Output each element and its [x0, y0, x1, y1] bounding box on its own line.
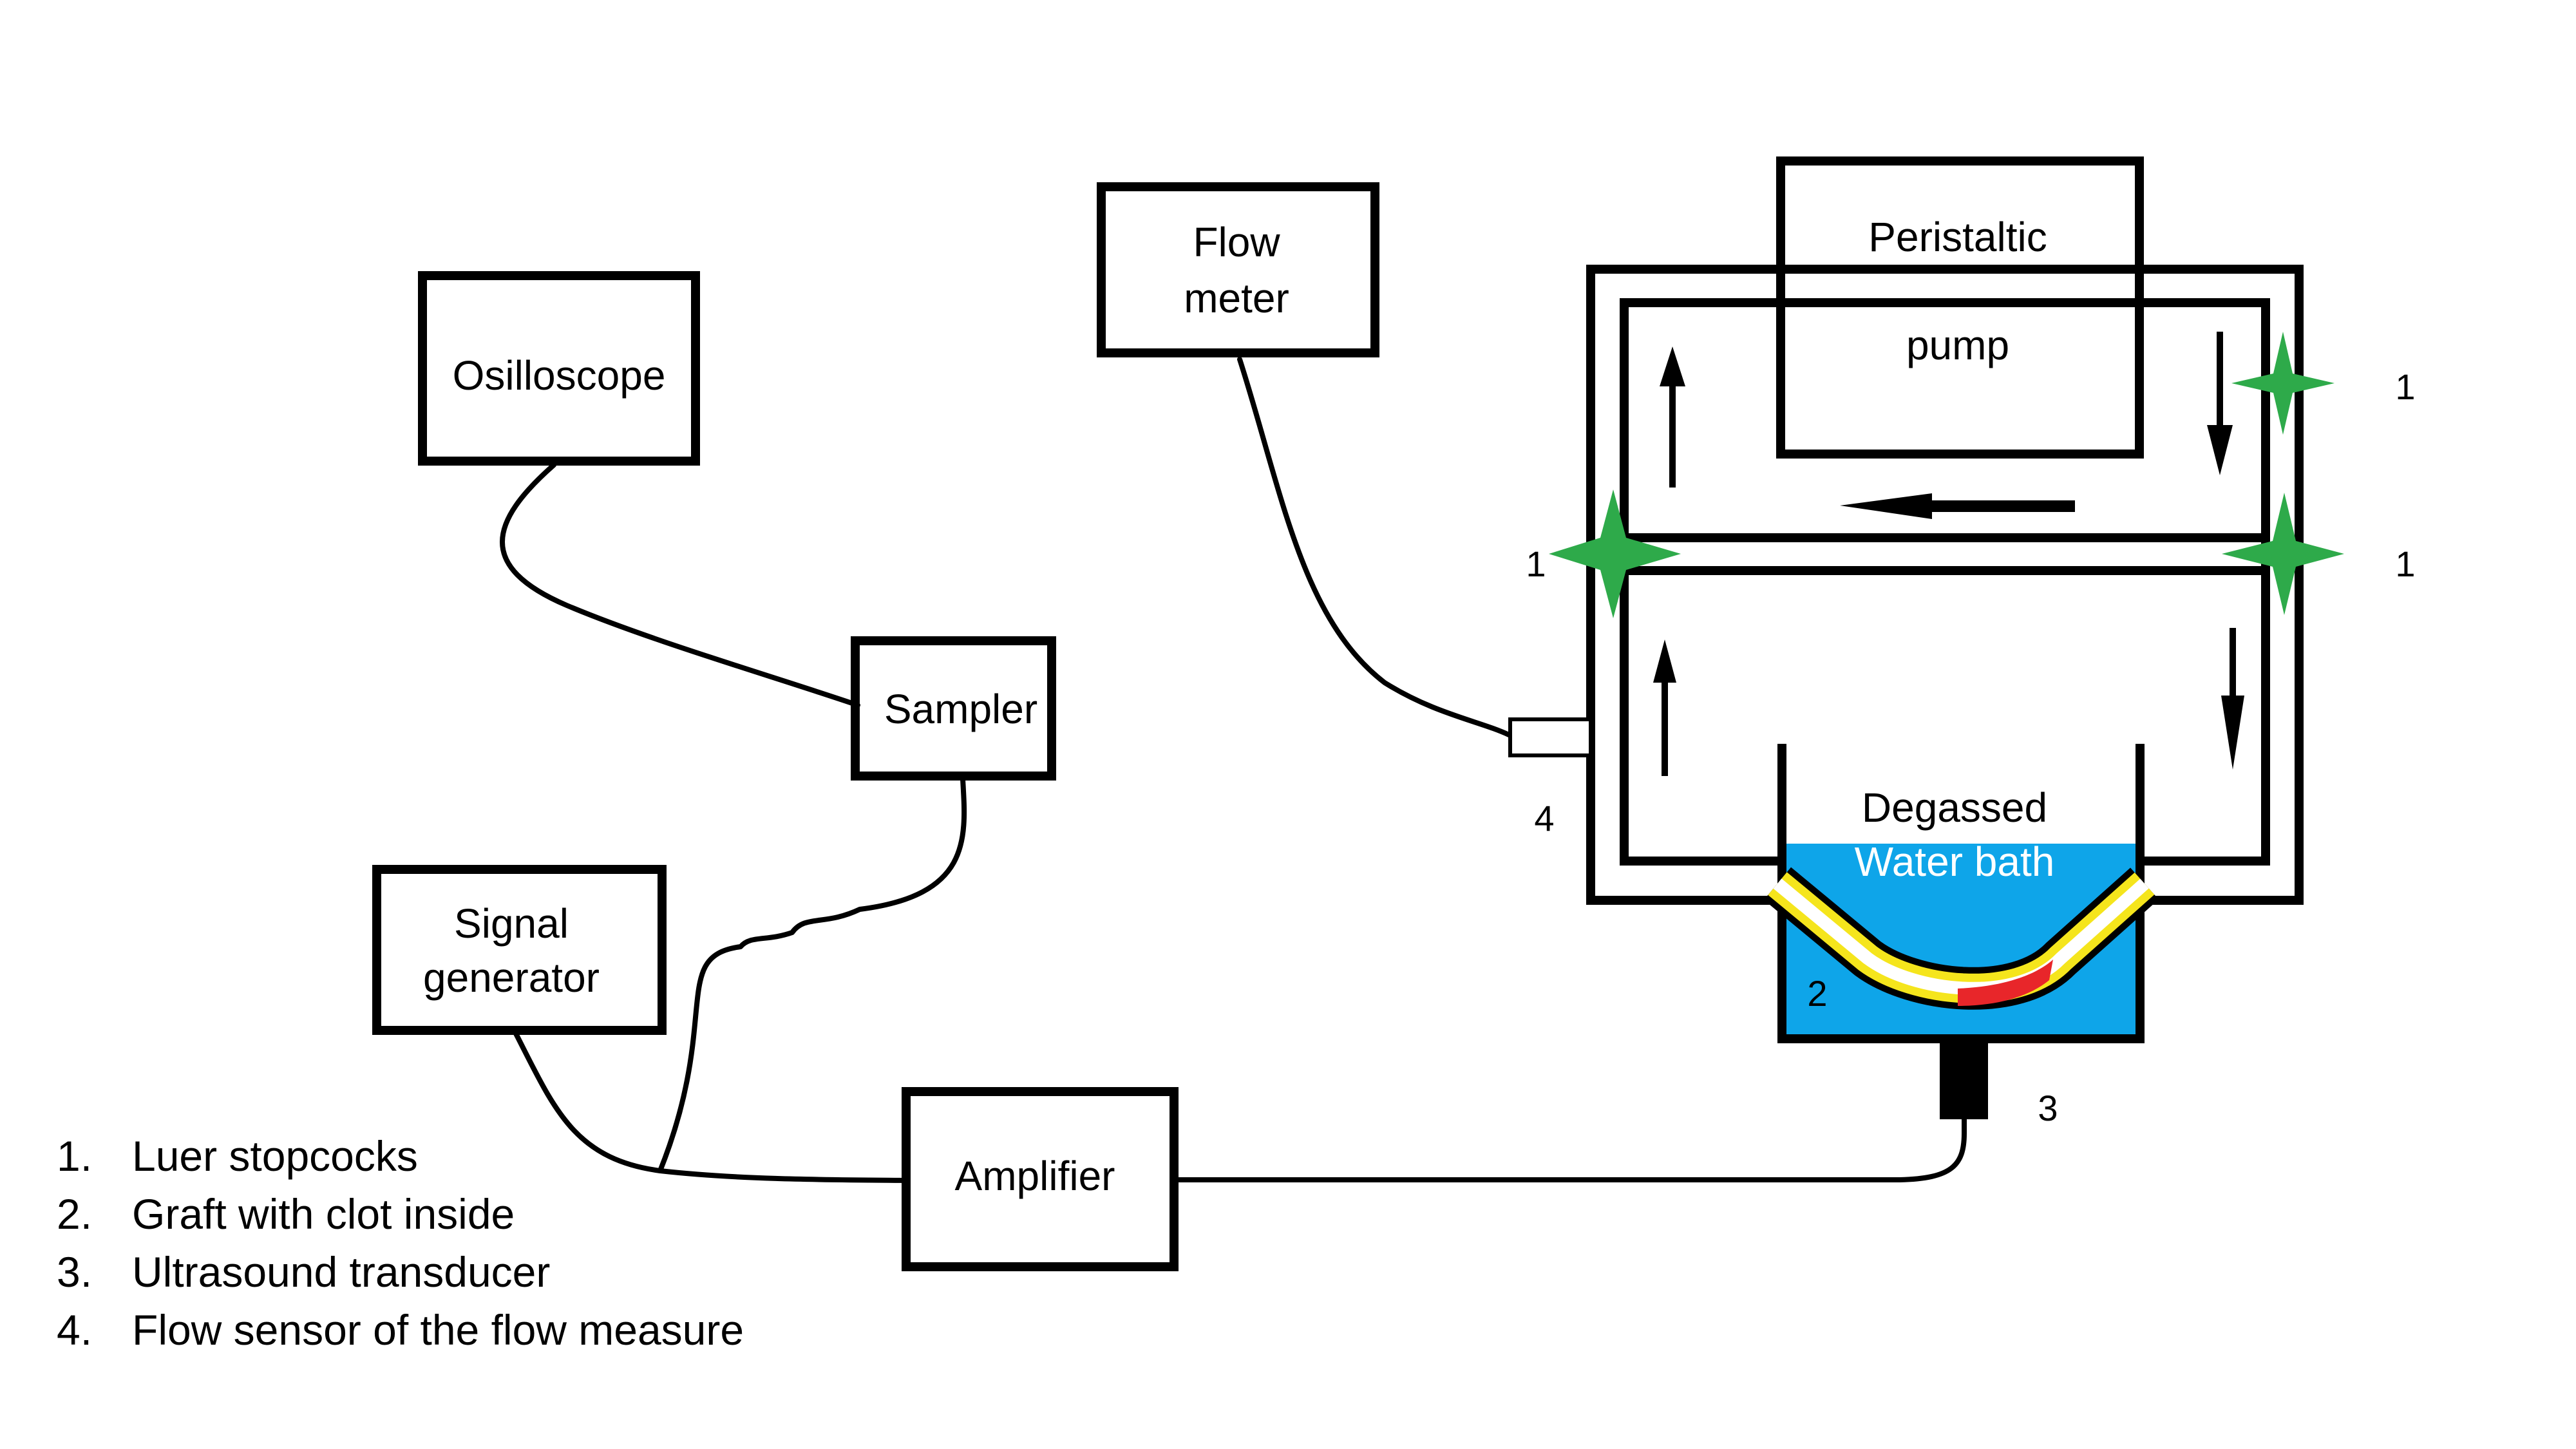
- legend-text-2: Graft with clot inside: [132, 1190, 515, 1238]
- stopcock-star-icon: [1549, 489, 1681, 618]
- cable-junction-amplifier: [658, 1168, 909, 1183]
- water-bath-label-line2: Water bath: [1855, 838, 2055, 885]
- cable-oscilloscope-sampler: [500, 462, 860, 708]
- clot: [1958, 960, 2053, 1006]
- stopcock-star-icon: [2231, 332, 2334, 435]
- marker-stopcock-right: 1: [2395, 544, 2415, 584]
- flow-direction-arrows: [1653, 332, 2244, 776]
- luer-stopcocks: [1549, 332, 2344, 618]
- legend-num-4: 4.: [57, 1306, 92, 1354]
- flow-meter-label-line2: meter: [1184, 275, 1289, 321]
- cable-flow-meter-sensor: [1237, 357, 1513, 738]
- up-arrow-icon: [1660, 346, 1685, 488]
- legend-text-4: Flow sensor of the flow measure: [132, 1306, 744, 1354]
- signal-generator-box: Signal generator: [372, 865, 667, 1035]
- signal-generator-label-line2: generator: [423, 954, 600, 1001]
- legend-num-1: 1.: [57, 1132, 92, 1180]
- signal-generator-label-line1: Signal: [454, 900, 569, 947]
- down-arrow-icon: [2207, 332, 2233, 475]
- peristaltic-pump-box: Peristaltic pump: [1776, 156, 2144, 459]
- left-arrow-icon: [1840, 493, 2075, 519]
- amplifier-label: Amplifier: [955, 1153, 1115, 1199]
- cable-signal-generator-junction: [513, 1030, 663, 1173]
- marker-stopcock-top-right: 1: [2395, 366, 2415, 407]
- flow-meter-box: Flow meter: [1097, 182, 1379, 357]
- marker-transducer: 3: [2038, 1088, 2058, 1128]
- marker-stopcock-left: 1: [1526, 544, 1546, 584]
- amplifier-box: Amplifier: [902, 1087, 1179, 1271]
- stopcock-star-icon: [2222, 493, 2344, 615]
- legend: 1. Luer stopcocks 2. Graft with clot ins…: [57, 1132, 744, 1354]
- down-arrow-icon: [2221, 628, 2244, 770]
- marker-graft: 2: [1807, 973, 1827, 1014]
- legend-num-2: 2.: [57, 1190, 92, 1238]
- peristaltic-pump-label-line2: pump: [1906, 322, 2009, 368]
- flow-meter-label-line1: Flow: [1193, 219, 1280, 265]
- marker-flow-sensor: 4: [1534, 798, 1554, 838]
- cable-sampler-junction: [658, 777, 967, 1173]
- tubing-circuit: [1586, 265, 2304, 905]
- legend-text-1: Luer stopcocks: [132, 1132, 418, 1180]
- cable-amplifier-transducer: [1171, 1112, 1967, 1182]
- legend-text-3: Ultrasound transducer: [132, 1248, 550, 1296]
- oscilloscope-label: Osilloscope: [453, 352, 666, 399]
- sampler-label: Sampler: [884, 686, 1037, 732]
- peristaltic-pump-label-line1: Peristaltic: [1868, 214, 2047, 260]
- legend-num-3: 3.: [57, 1248, 92, 1296]
- sampler-box: Sampler: [851, 636, 1056, 781]
- water-bath-label-line1: Degassed: [1862, 784, 2047, 831]
- oscilloscope-box: Osilloscope: [418, 271, 700, 466]
- graft-with-clot: [1763, 867, 2159, 1010]
- up-arrow-icon: [1653, 639, 1676, 776]
- ultrasound-transducer: [1940, 1040, 1988, 1119]
- flow-sensor: [1508, 717, 1593, 757]
